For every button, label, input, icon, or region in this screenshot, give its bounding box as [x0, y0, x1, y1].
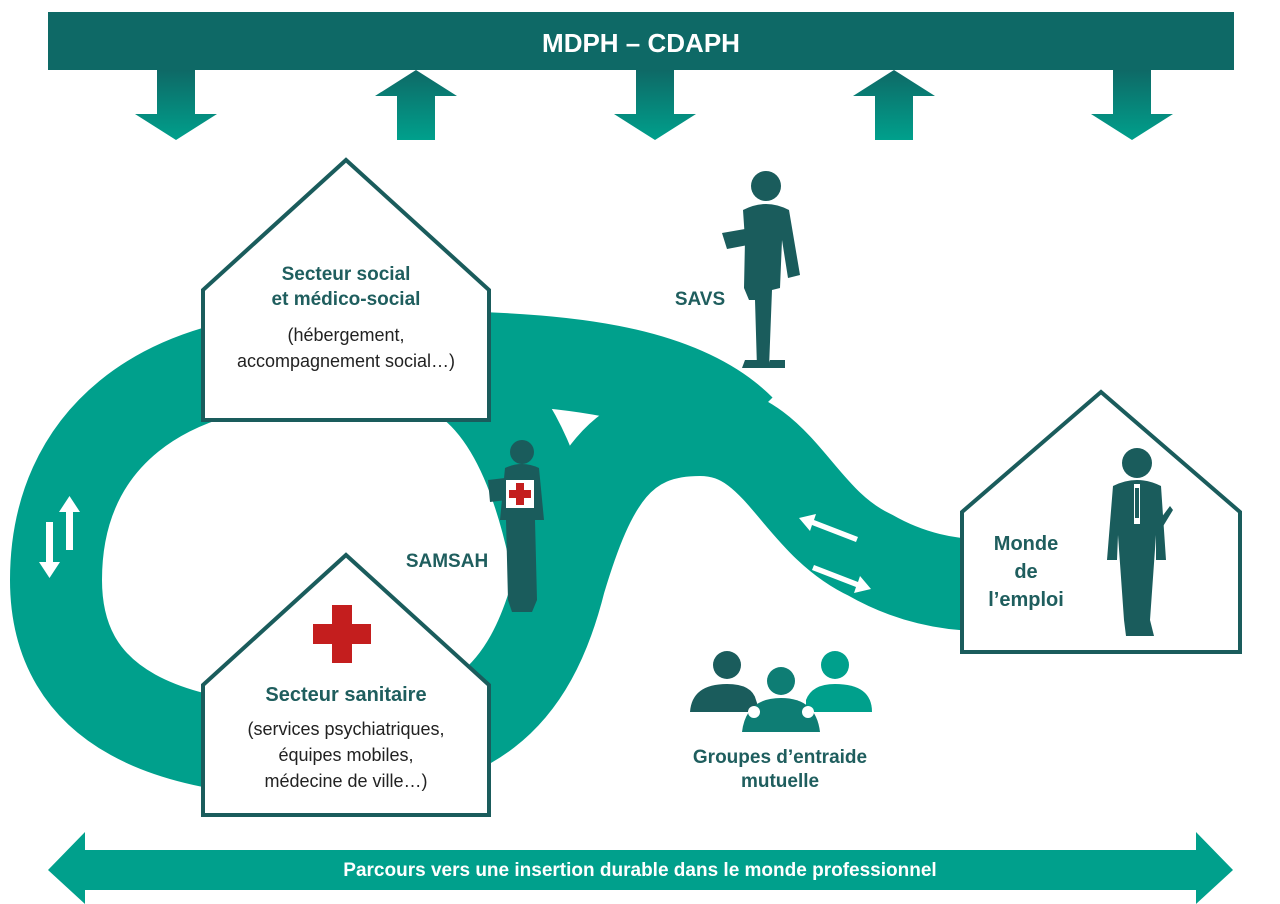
house-sanitaire — [201, 552, 491, 817]
gem-label-line1: Groupes d’entraide — [692, 747, 868, 768]
house-sanitaire-desc-line2: équipes mobiles, — [278, 745, 414, 765]
samsah-label: SAMSAH — [405, 551, 489, 572]
down-arrow-icon — [135, 70, 217, 140]
house-social — [201, 157, 491, 422]
house-emploi-line2: de — [1014, 561, 1038, 583]
header-banner — [48, 12, 1234, 70]
header-title: MDPH – CDAPH — [542, 28, 740, 58]
updown-arrows-icon — [39, 496, 80, 578]
house-emploi-line3: l’emploi — [988, 589, 1064, 611]
footer-double-arrow — [48, 832, 1233, 904]
up-arrow-icon — [375, 70, 457, 140]
businessman-icon — [1107, 448, 1173, 636]
exchange-arrows-icon — [799, 514, 871, 593]
house-sanitaire-desc-line1: (services psychiatriques, — [247, 719, 445, 739]
savs-label: SAVS — [674, 289, 726, 310]
person-icon — [722, 171, 800, 368]
house-emploi — [960, 389, 1242, 654]
house-social-desc-line2: accompagnement social…) — [236, 351, 456, 371]
house-sanitaire-description: (services psychiatriques, équipes mobile… — [203, 716, 489, 794]
house-social-description: (hébergement, accompagnement social…) — [203, 322, 489, 374]
down-arrow-icon — [1091, 70, 1173, 140]
house-social-title-line1: Secteur social — [281, 264, 411, 285]
house-emploi-title: Monde de l’emploi — [972, 530, 1080, 614]
up-arrow-icon — [853, 70, 935, 140]
header-arrows — [135, 70, 1173, 140]
house-social-title-line2: et médico-social — [271, 289, 421, 310]
house-emploi-line1: Monde — [993, 533, 1059, 555]
nurse-icon — [488, 440, 544, 612]
down-arrow-icon — [614, 70, 696, 140]
gem-label-line2: mutuelle — [740, 771, 820, 792]
house-social-desc-line1: (hébergement, — [287, 325, 405, 345]
red-cross-icon — [313, 605, 371, 663]
house-social-title: Secteur social et médico-social — [203, 262, 489, 312]
house-sanitaire-title: Secteur sanitaire — [265, 684, 427, 706]
group-puzzle-icon — [690, 651, 872, 732]
house-sanitaire-desc-line3: médecine de ville…) — [264, 771, 428, 791]
gem-label: Groupes d’entraide mutuelle — [650, 746, 910, 794]
footer-text: Parcours vers une insertion durable dans… — [343, 860, 937, 881]
